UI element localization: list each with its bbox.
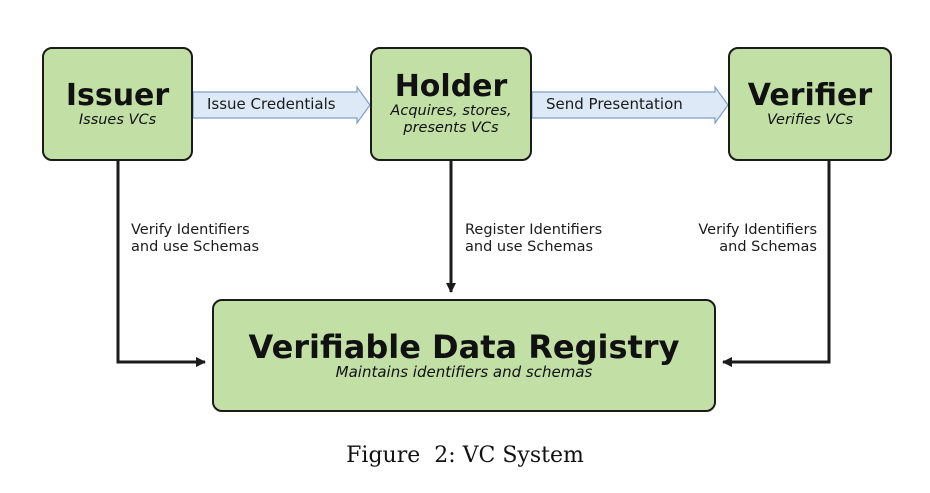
holder-title: Holder — [394, 69, 508, 104]
holder-subtitle: Acquires, stores, presents VCs — [390, 103, 512, 136]
registry-title: Verifiable Data Registry — [248, 328, 680, 366]
verifier-registry-label: Verify Identifiers and Schemas — [698, 222, 817, 255]
verifier-subtitle: Verifies VCs — [766, 111, 854, 128]
issuer-to-registry-connector — [116, 161, 206, 367]
holder-registry-label: Register Identifiers and use Schemas — [465, 222, 603, 255]
send-presentation-arrow — [531, 85, 729, 125]
verifier-to-registry-connector — [722, 161, 831, 367]
verifier-node: Verifier Verifies VCs — [728, 47, 892, 161]
issuer-title: Issuer — [65, 77, 170, 113]
verifier-title: Verifier — [747, 77, 873, 113]
send-presentation-label: Send Presentation — [546, 95, 683, 113]
issuer-node: Issuer Issues VCs — [42, 47, 193, 161]
holder-node: Holder Acquires, stores, presents VCs — [370, 47, 532, 161]
registry-node: Verifiable Data Registry Maintains ident… — [212, 299, 716, 412]
issue-credentials-arrow — [192, 85, 371, 125]
issuer-subtitle: Issues VCs — [78, 111, 157, 128]
figure-caption: Figure 2: VC System — [346, 443, 584, 468]
issuer-registry-label: Verify Identifiers and use Schemas — [131, 222, 260, 255]
issue-credentials-label: Issue Credentials — [207, 95, 336, 113]
registry-subtitle: Maintains identifiers and schemas — [335, 363, 593, 381]
